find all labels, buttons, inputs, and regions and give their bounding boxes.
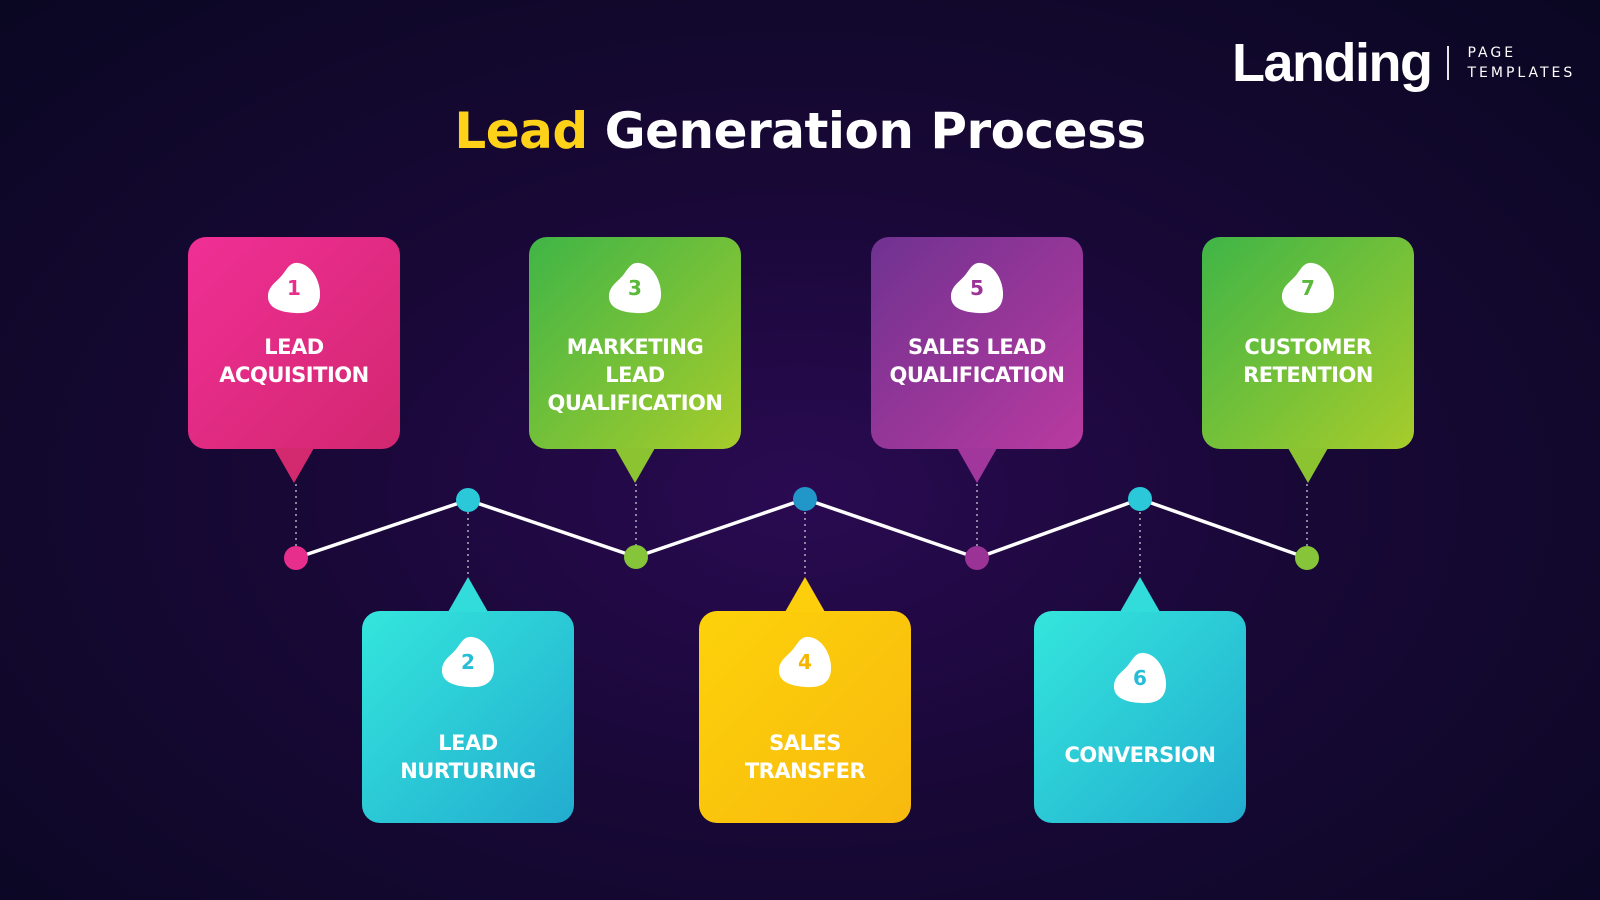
step-badge-4: 4 [776,635,834,689]
step-number-6: 6 [1133,666,1147,690]
step-card-2: 2 LEAD NURTURING [362,577,574,823]
step-label-2-line2: NURTURING [400,759,536,783]
blob-badge-icon [950,262,1004,314]
blob-badge-icon [267,262,321,314]
step-badge-1: 1 [265,261,323,315]
brand-subtitle-line1: PAGE [1467,45,1517,61]
step-number-5: 5 [970,276,984,300]
step-badge-6: 6 [1111,651,1169,705]
brand-logo: Landing PAGE TEMPLATES [1232,36,1575,90]
step-label-3-line3: QUALIFICATION [547,391,723,415]
dotted-connectors [295,484,1308,576]
step-label-6: CONVERSION [1034,741,1246,769]
blob-badge-icon [441,636,495,688]
step-card-7-pointer [1288,448,1328,483]
step-label-2-line1: LEAD [438,731,498,755]
step-badge-7: 7 [1279,261,1337,315]
step-card-1: 1 LEAD ACQUISITION [188,237,400,483]
step-label-5: SALES LEAD QUALIFICATION [871,333,1083,389]
title-accent: Lead [454,102,588,160]
step-number-4: 4 [798,650,812,674]
step-number-1: 1 [287,276,301,300]
step-card-3: 3 MARKETING LEAD QUALIFICATION [529,237,741,483]
step-card-5: 5 SALES LEAD QUALIFICATION [871,237,1083,483]
step-label-1-line1: LEAD [264,335,324,359]
step-label-7-line2: RETENTION [1243,363,1373,387]
blob-badge-icon [778,636,832,688]
step-label-4: SALES TRANSFER [699,729,911,785]
step-badge-2: 2 [439,635,497,689]
node-7 [1295,546,1319,570]
step-label-4-line1: SALES [769,731,841,755]
step-card-3-pointer [615,448,655,483]
brand-name: Landing [1232,33,1433,93]
step-label-6-line1: CONVERSION [1064,743,1216,767]
step-label-3-line2: LEAD [605,363,665,387]
step-label-4-line2: TRANSFER [744,759,866,783]
step-badge-3: 3 [606,261,664,315]
blob-badge-icon [1281,262,1335,314]
step-label-3: MARKETING LEAD QUALIFICATION [529,333,741,417]
step-label-5-line1: SALES LEAD [908,335,1046,359]
step-card-1-pointer [274,448,314,483]
step-label-2: LEAD NURTURING [362,729,574,785]
step-number-3: 3 [628,276,642,300]
step-card-4: 4 SALES TRANSFER [699,577,911,823]
node-6 [1128,487,1152,511]
step-number-7: 7 [1301,276,1315,300]
node-5 [965,546,989,570]
page-title: Lead Generation Process [0,102,1600,160]
node-4 [793,487,817,511]
step-label-3-line1: MARKETING [566,335,704,359]
step-badge-5: 5 [948,261,1006,315]
step-label-7: CUSTOMER RETENTION [1202,333,1414,389]
brand-subtitle-line2: TEMPLATES [1467,65,1576,81]
node-2 [456,488,480,512]
title-rest: Generation Process [587,102,1146,160]
brand-divider [1447,46,1450,80]
step-card-7: 7 CUSTOMER RETENTION [1202,237,1414,483]
blob-badge-icon [608,262,662,314]
blob-badge-icon [1113,652,1167,704]
step-card-5-pointer [957,448,997,483]
step-label-1-line2: ACQUISITION [219,363,369,387]
step-card-6: 6 CONVERSION [1034,577,1246,823]
step-label-7-line1: CUSTOMER [1244,335,1372,359]
brand-subtitle: PAGE TEMPLATES [1467,43,1575,83]
step-card-4-pointer [785,577,825,612]
step-card-6-pointer [1120,577,1160,612]
node-3 [624,545,648,569]
step-number-2: 2 [461,650,475,674]
node-1 [284,546,308,570]
step-label-1: LEAD ACQUISITION [188,333,400,389]
step-card-2-pointer [448,577,488,612]
step-label-5-line2: QUALIFICATION [889,363,1065,387]
